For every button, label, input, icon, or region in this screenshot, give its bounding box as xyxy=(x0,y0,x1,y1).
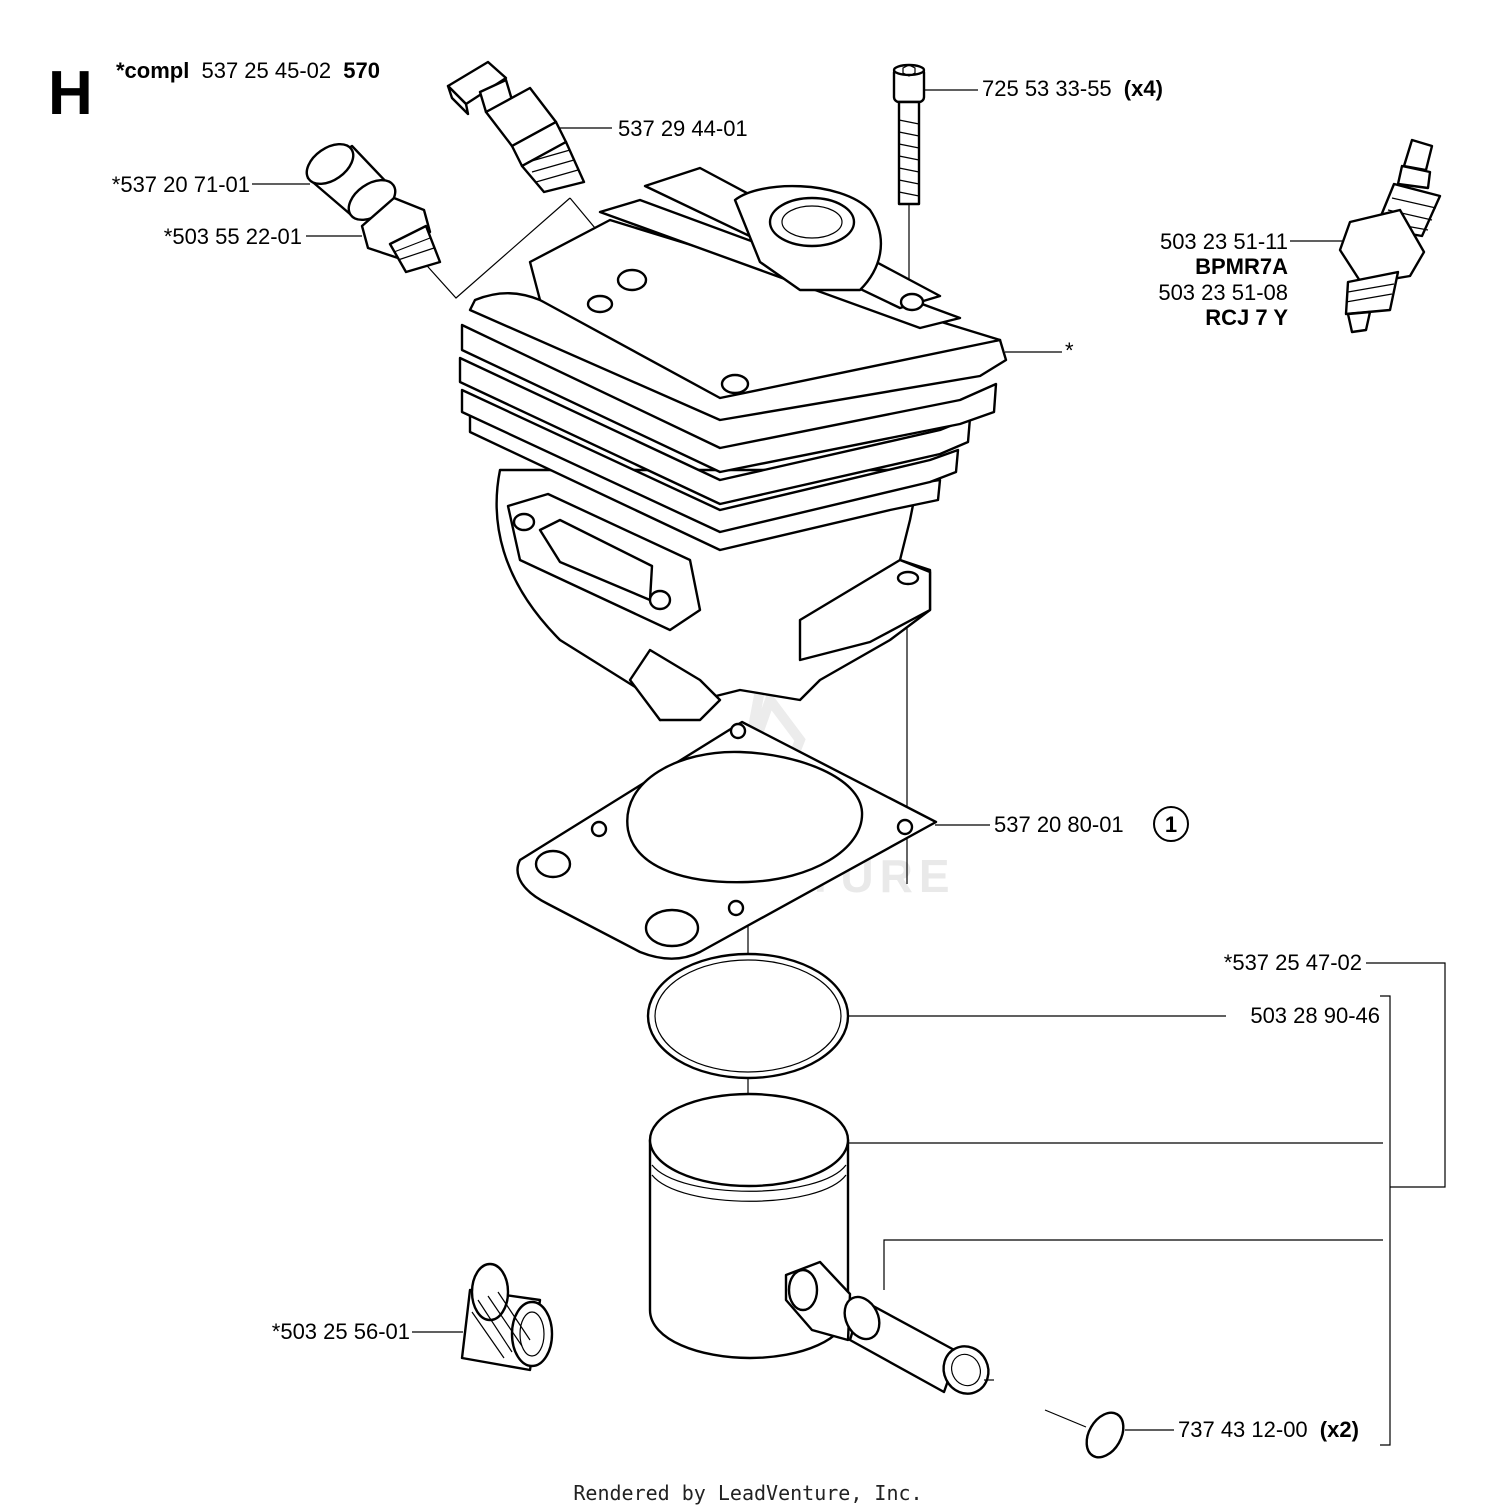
needle-bearing-label: *503 25 56-01 xyxy=(272,1319,410,1344)
cap-screw-number: 725 53 33-55 xyxy=(982,76,1112,101)
cap-screw-label: 725 53 33-55 (x4) xyxy=(982,76,1163,101)
cap-screw-qty: (x4) xyxy=(1124,76,1163,101)
kit-label: *compl 537 25 45-02 570 xyxy=(116,58,380,83)
section-letter: H xyxy=(48,59,93,128)
gasket-label: 537 20 80-01 xyxy=(994,812,1124,837)
circlip-number: 737 43 12-00 xyxy=(1178,1417,1308,1442)
plug-label: *503 55 22-01 xyxy=(164,224,302,249)
cylinder xyxy=(458,166,1008,722)
piston-ring-label: 503 28 90-46 xyxy=(1250,1003,1380,1028)
plug xyxy=(360,196,442,274)
piston-ring xyxy=(646,952,850,1080)
piston-kit-label: *537 25 47-02 xyxy=(1224,950,1362,975)
valve-cap-label: *537 20 71-01 xyxy=(112,172,250,197)
circlip xyxy=(1044,1409,1125,1459)
cylinder-label: * xyxy=(1065,338,1074,363)
kit-number: 537 25 45-02 xyxy=(201,58,331,83)
needle-bearing xyxy=(460,1262,554,1372)
spark-plug-type-2: RCJ 7 Y xyxy=(1205,305,1288,330)
cylinder-gasket xyxy=(516,720,938,960)
gasket-callout-circle xyxy=(1153,806,1189,842)
spark-plug xyxy=(1338,138,1442,334)
kit-prefix: *compl xyxy=(116,58,189,83)
circlip-label: 737 43 12-00 (x2) xyxy=(1178,1417,1359,1442)
piston-pin xyxy=(843,1295,994,1395)
decompression-valve-label: 537 29 44-01 xyxy=(618,116,748,141)
gasket-callout-number: 1 xyxy=(1165,812,1177,837)
cap-screw xyxy=(892,63,926,300)
spark-plug-type-1: BPMR7A xyxy=(1195,254,1288,279)
spark-plug-number-2: 503 23 51-08 xyxy=(1158,280,1288,305)
piston xyxy=(648,1092,852,1360)
circlip-qty: (x2) xyxy=(1320,1417,1359,1442)
decompression-valve xyxy=(446,60,586,194)
kit-suffix: 570 xyxy=(343,58,380,83)
spark-plug-number-1: 503 23 51-11 xyxy=(1160,229,1288,254)
footer-credit: Rendered by LeadVenture, Inc. xyxy=(573,1481,922,1505)
